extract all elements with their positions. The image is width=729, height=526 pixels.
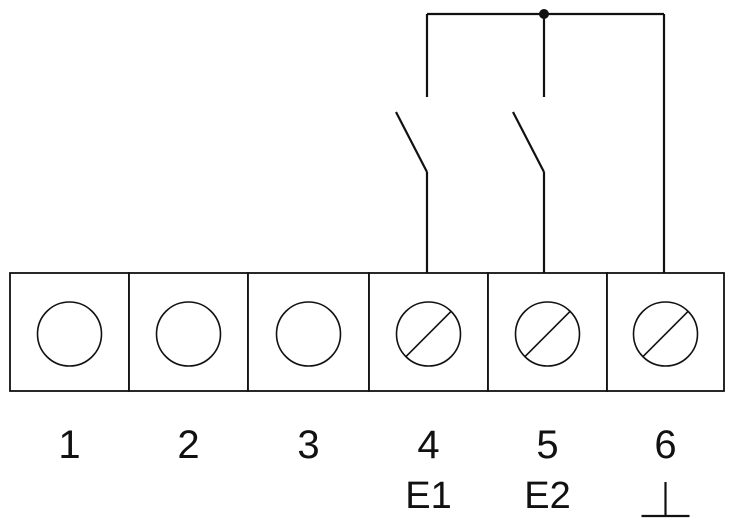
terminal-number: 4 [417,423,439,467]
terminal-4 [368,272,489,392]
switch-e2-contact [512,111,545,173]
round-screw-icon [36,301,103,367]
terminal-2 [128,272,249,392]
switch-e1 [395,14,429,273]
terminal-cell [368,272,489,392]
terminal-number: 6 [654,423,676,467]
terminal-3 [247,272,370,392]
screw-slot [524,311,571,357]
terminal-labels: 1 2 3 4E1 5E2 6 [58,423,690,518]
wiring [395,9,666,273]
terminal-label: E2 [524,475,570,517]
round-screw-icon [155,301,222,367]
terminal-5 [487,272,608,392]
terminal-label: E1 [405,475,451,517]
terminal-6 [606,272,725,392]
terminal-1 [9,272,130,392]
screw-slot [642,311,689,357]
terminal-number: 5 [536,423,558,467]
switch-e1-contact [395,111,428,173]
round-screw-icon [275,301,342,367]
switch-e2 [512,14,546,273]
terminal-number: 3 [297,423,319,467]
terminal-number: 1 [58,423,80,467]
ground-icon [641,482,690,518]
terminal-block [9,272,725,392]
screw-slot [405,311,452,357]
terminal-number: 2 [177,423,199,467]
